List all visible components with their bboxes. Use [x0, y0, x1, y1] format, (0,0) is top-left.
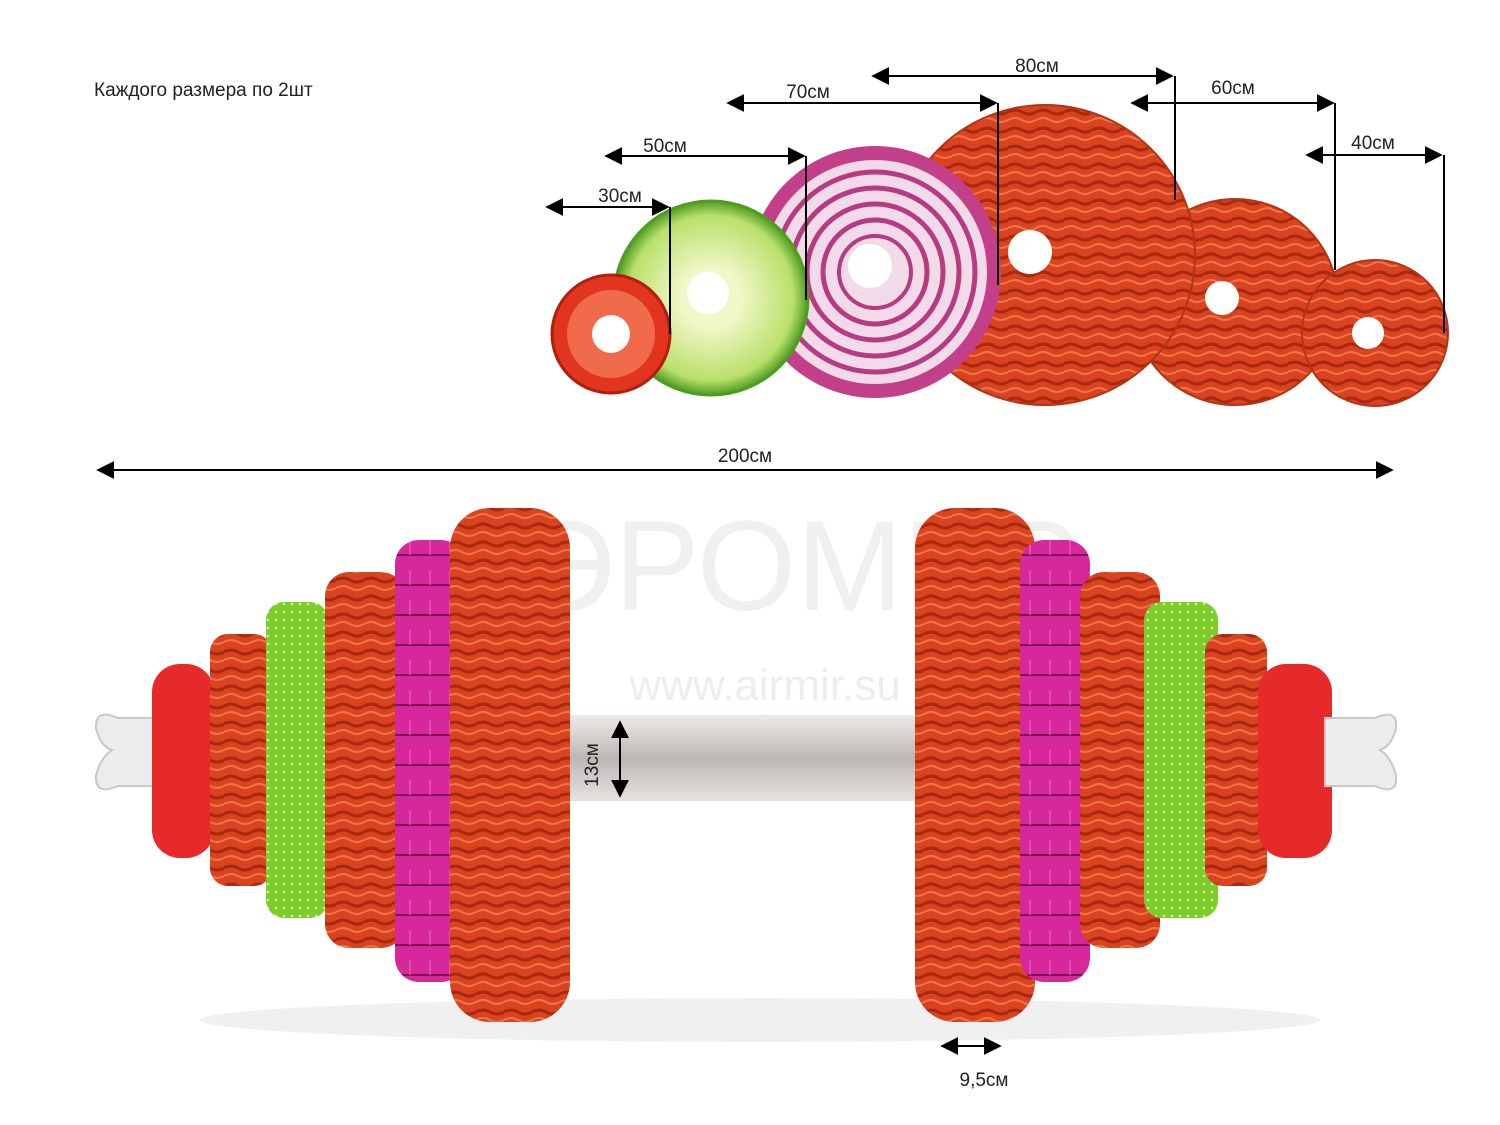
dim-60-label: 60см [1211, 78, 1255, 99]
plate-left-2 [266, 602, 328, 918]
bone-right [1324, 713, 1398, 791]
dim-40: 40см [1305, 133, 1445, 333]
plate-left-4 [395, 540, 465, 982]
plate-right-3 [1080, 572, 1160, 948]
plate-right-2 [1144, 602, 1218, 918]
dim-length-label: 200см [718, 446, 772, 467]
note-text: Каждого размера по 2шт [94, 80, 313, 101]
dim-80: 80см [871, 56, 1176, 200]
dim-80-label: 80см [1015, 56, 1059, 77]
dim-40-label: 40см [1351, 133, 1395, 154]
dim-bar: 13см [582, 720, 629, 798]
plate-left-1 [210, 634, 272, 886]
tomato-disc-30 [550, 273, 672, 395]
dim-bar-label: 13см [582, 743, 603, 787]
dim-50: 50см [604, 136, 807, 300]
plate-left-5 [450, 508, 570, 1022]
dim-length: 200см [96, 446, 1394, 479]
dim-thickness-label: 9,5см [960, 1070, 1009, 1091]
red-cap-right [1258, 664, 1332, 858]
plate-right-1 [1205, 634, 1267, 886]
plate-right-4 [1020, 540, 1090, 982]
handle-bar [540, 715, 940, 801]
bone-left [94, 713, 171, 791]
dim-thickness: 9,5см [940, 1037, 1009, 1091]
dim-70-label: 70см [786, 82, 830, 103]
dumbbell [94, 508, 1398, 1042]
watermark-site: www.airmir.su [628, 661, 900, 710]
dim-70: 70см [726, 82, 999, 285]
red-cap-left [152, 664, 214, 858]
dim-30-label: 30см [598, 186, 642, 207]
meat-disc-40 [1301, 259, 1449, 407]
dim-30: 30см [545, 186, 671, 334]
dim-60: 60см [1130, 78, 1336, 270]
plate-left-3 [325, 572, 405, 948]
dim-50-label: 50см [643, 136, 687, 157]
plate-right-5 [915, 508, 1035, 1022]
